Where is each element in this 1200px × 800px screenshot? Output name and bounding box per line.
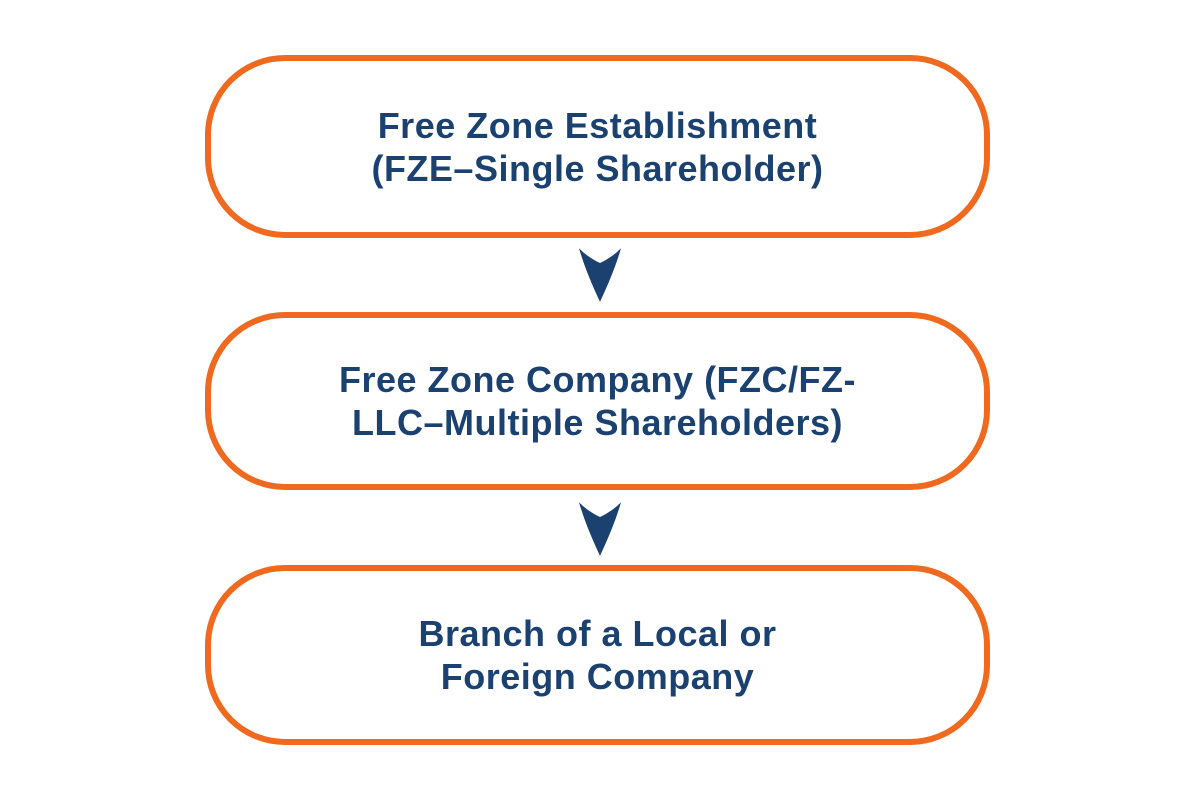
node-branch-company: Branch of a Local or Foreign Company (205, 565, 990, 745)
node-label-line: Foreign Company (440, 656, 755, 697)
node-label-line: LLC–Multiple Shareholders) (351, 402, 844, 443)
node-label-line: Free Zone Company (FZC/FZ- (339, 359, 856, 400)
arrow-down-icon (578, 502, 622, 556)
node-label-line: (FZE–Single Shareholder) (371, 147, 824, 189)
node-free-zone-company: Free Zone Company (FZC/FZ- LLC–Multiple … (205, 312, 990, 490)
arrow-down-glyph (578, 248, 622, 302)
arrow-down-icon (578, 248, 622, 302)
node-free-zone-establishment: Free Zone Establishment (FZE–Single Shar… (205, 55, 990, 238)
node-label-line: Branch of a Local or (418, 613, 777, 654)
arrow-down-glyph (578, 502, 622, 556)
node-label-line: Free Zone Establishment (377, 104, 818, 146)
